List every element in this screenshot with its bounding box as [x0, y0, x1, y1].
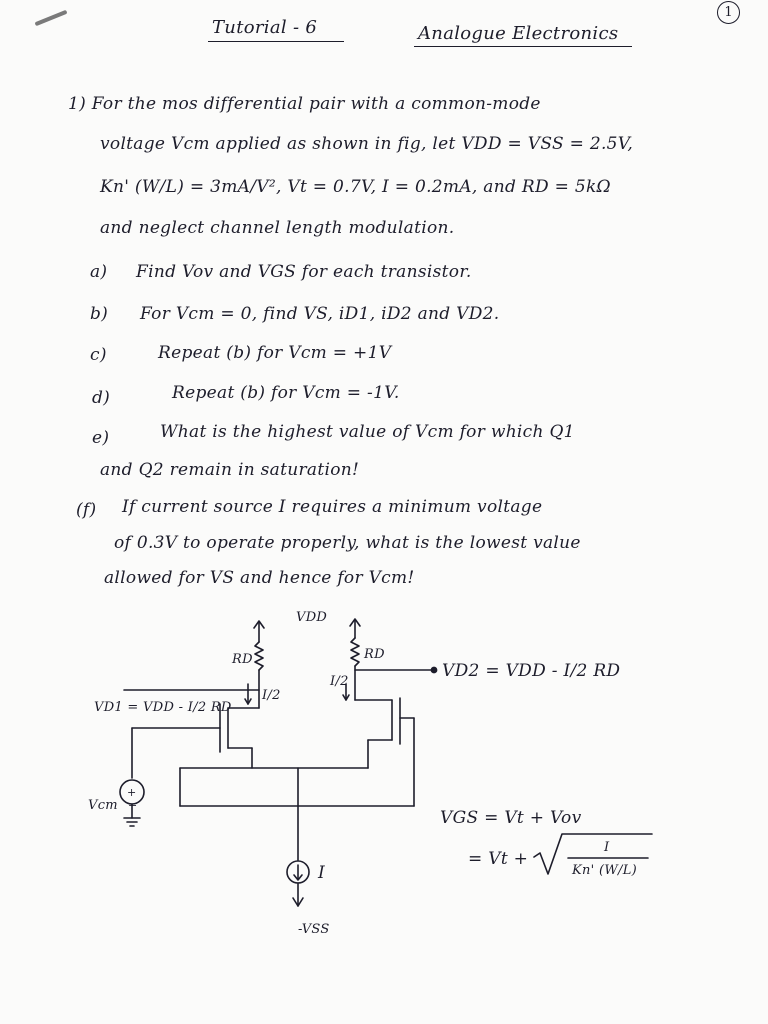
part-a-label: a)	[90, 262, 108, 282]
rd-left-label: RD	[232, 652, 253, 667]
page-number-badge: 1	[717, 1, 740, 24]
part-d-label: d)	[92, 388, 111, 408]
subject-title: Analogue Electronics	[418, 23, 619, 44]
part-e-text-cont: and Q2 remain in saturation!	[100, 460, 360, 480]
vgs-formula: VGS = Vt + Vov	[440, 808, 582, 828]
current-left-label: I/2	[262, 688, 281, 703]
part-b-label: b)	[90, 304, 109, 324]
sqrt-denominator: Kn' (W/L)	[572, 863, 638, 878]
subject-underline	[414, 46, 632, 47]
rd-right-label: RD	[364, 647, 385, 662]
question-line-4: and neglect channel length modulation.	[100, 218, 455, 238]
part-f-text-cont-2: allowed for VS and hence for Vcm!	[104, 568, 415, 588]
vd2-label: VD2 = VDD - I/2 RD	[442, 661, 621, 681]
vdd-label: VDD	[296, 610, 328, 625]
vcm-label: Vcm	[88, 798, 118, 813]
question-line-2: voltage Vcm applied as shown in fig, let…	[100, 134, 634, 154]
vss-label: -VSS	[298, 922, 330, 937]
title-underline	[208, 41, 344, 42]
sqrt-numerator: I	[604, 840, 610, 855]
part-e-text: What is the highest value of Vcm for whi…	[160, 422, 575, 442]
part-d-text: Repeat (b) for Vcm = -1V.	[172, 383, 400, 403]
part-f-text-cont-1: of 0.3V to operate properly, what is the…	[114, 533, 581, 553]
part-f-text: If current source I requires a minimum v…	[122, 497, 543, 517]
question-line-1: 1) For the mos differential pair with a …	[68, 94, 541, 114]
minus-sign-icon: −	[128, 799, 137, 812]
vgs-sqrt-prefix: = Vt +	[468, 849, 529, 869]
part-c-label: c)	[90, 345, 107, 365]
question-line-3: Kn' (W/L) = 3mA/V², Vt = 0.7V, I = 0.2mA…	[100, 177, 611, 197]
part-e-label: e)	[92, 428, 110, 448]
current-right-label: I/2	[330, 674, 349, 689]
part-a-text: Find Vov and VGS for each transistor.	[136, 262, 472, 282]
plus-sign-icon: +	[127, 786, 136, 799]
part-c-text: Repeat (b) for Vcm = +1V	[158, 343, 392, 363]
vd1-label: VD1 = VDD - I/2 RD	[94, 700, 232, 715]
part-f-label: (f)	[76, 500, 97, 520]
sheet-title: Tutorial - 6	[212, 17, 318, 38]
part-b-text: For Vcm = 0, find VS, iD1, iD2 and VD2.	[140, 304, 500, 324]
current-source-label: I	[318, 863, 326, 883]
